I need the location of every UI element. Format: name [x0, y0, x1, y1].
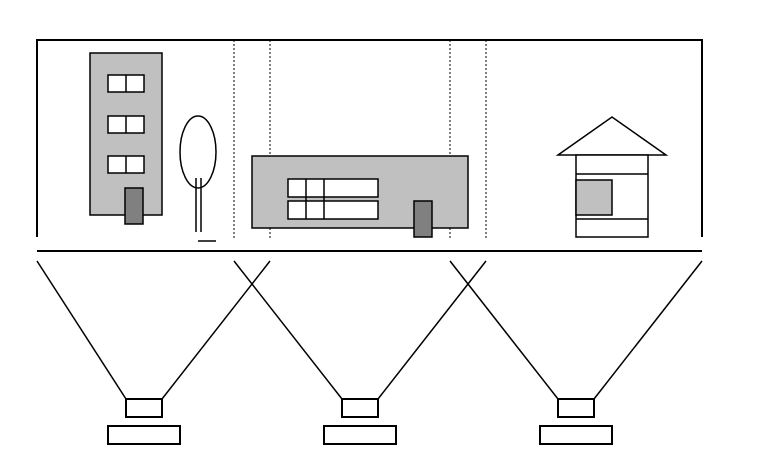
beam-2-left — [233, 260, 343, 400]
house-roof — [555, 116, 669, 156]
building-door — [124, 187, 144, 225]
projection-screen — [36, 39, 703, 252]
projector-3-body — [539, 425, 613, 445]
tree — [179, 115, 217, 242]
projector-1-body — [107, 425, 181, 445]
beam-3-left — [449, 260, 559, 400]
house — [555, 116, 669, 238]
projector-1 — [107, 398, 181, 445]
beam-1-left — [36, 260, 127, 400]
projector-3 — [539, 398, 613, 445]
projection-beams — [36, 260, 703, 400]
office-building — [89, 52, 163, 225]
projector-2-body — [323, 425, 397, 445]
projector-2-lens — [341, 398, 379, 418]
beam-2-right — [377, 260, 487, 400]
wide-building — [251, 155, 469, 238]
wide-building-door — [413, 200, 433, 238]
beam-3-right — [593, 260, 703, 400]
screen-frame — [36, 39, 703, 237]
beam-1-right — [161, 260, 271, 400]
house-window — [575, 179, 613, 216]
projector-2 — [323, 398, 397, 445]
projector-1-lens — [125, 398, 163, 418]
projector-3-lens — [557, 398, 595, 418]
